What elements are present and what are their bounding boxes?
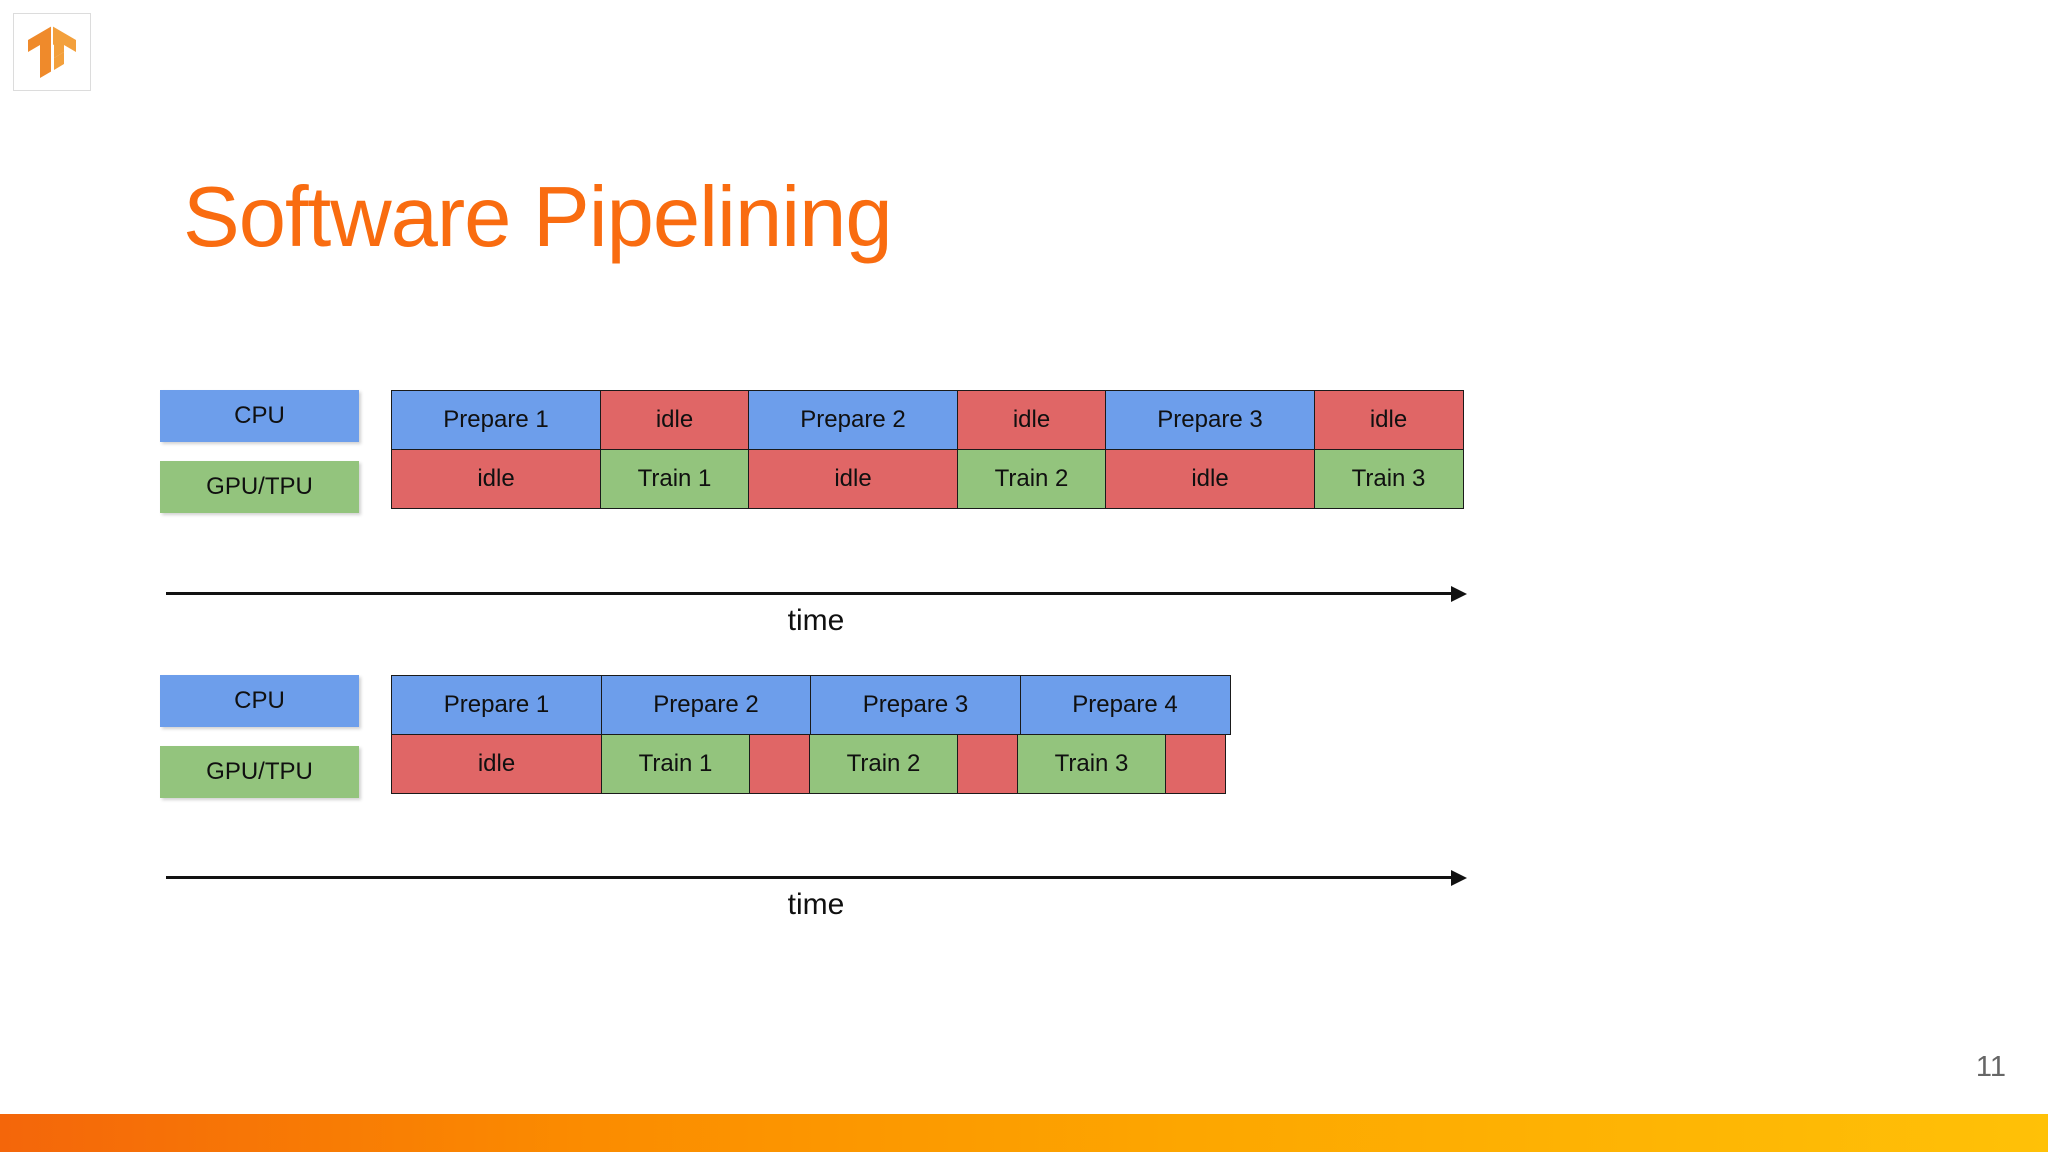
- timeline-cell: Prepare 2: [600, 675, 812, 735]
- legend-spacer: [160, 442, 359, 461]
- time-axis-line: [166, 592, 1451, 595]
- tensorflow-logo: [13, 13, 91, 91]
- legend-spacer: [160, 727, 359, 746]
- timeline-row-cpu: Prepare 1 Prepare 2 Prepare 3 Prepare 4: [391, 675, 1231, 735]
- timeline-row-gpu: idle Train 1 Train 2 Train 3: [391, 733, 1231, 794]
- timeline-cell: Train 3: [1313, 448, 1464, 509]
- page-number: 11: [1975, 1051, 2006, 1083]
- timeline-cell: idle: [1313, 390, 1464, 450]
- timeline-cell: Prepare 1: [391, 675, 602, 735]
- timeline-cell: Prepare 3: [810, 675, 1021, 735]
- time-axis-line: [166, 876, 1451, 879]
- tensorflow-logo-mark: [28, 26, 76, 78]
- timeline-cell: Train 1: [600, 733, 751, 794]
- time-axis-arrowhead-icon: [1451, 586, 1467, 602]
- timeline-grid: Prepare 1 Prepare 2 Prepare 3 Prepare 4 …: [391, 675, 1231, 794]
- timeline-cell: Prepare 1: [391, 390, 601, 450]
- timeline-cell: Train 2: [808, 733, 959, 794]
- timeline-cell: idle: [956, 390, 1107, 450]
- timeline-cell: Train 3: [1016, 733, 1167, 794]
- timeline-cell: Prepare 3: [1105, 390, 1315, 450]
- page-title: Software Pipelining: [183, 169, 893, 265]
- legend-chip-cpu: CPU: [160, 390, 359, 442]
- timeline-cell: Train 2: [956, 448, 1107, 509]
- timeline-cell: [749, 733, 810, 794]
- timeline-cell: [957, 733, 1018, 794]
- timeline-cell: idle: [391, 733, 602, 794]
- legend-chip-gpu: GPU/TPU: [160, 746, 359, 798]
- timeline-cell: idle: [1105, 448, 1315, 509]
- timeline-row-gpu: idle Train 1 idle Train 2 idle Train 3: [391, 448, 1464, 509]
- legend-chip-cpu: CPU: [160, 675, 359, 727]
- timeline-row-cpu: Prepare 1 idle Prepare 2 idle Prepare 3 …: [391, 390, 1464, 450]
- legend-column: CPU GPU/TPU: [160, 675, 359, 798]
- timeline-cell: idle: [391, 448, 601, 509]
- timeline-grid: Prepare 1 idle Prepare 2 idle Prepare 3 …: [391, 390, 1464, 509]
- legend-column: CPU GPU/TPU: [160, 390, 359, 513]
- timeline-cell: Prepare 4: [1019, 675, 1231, 735]
- accent-bar: [0, 1114, 2048, 1152]
- legend-chip-gpu: GPU/TPU: [160, 461, 359, 513]
- timeline-cell: Train 1: [599, 448, 750, 509]
- timeline-cell: Prepare 2: [748, 390, 958, 450]
- timeline-cell: [1165, 733, 1226, 794]
- time-axis-label: time: [787, 888, 845, 921]
- timeline-cell: idle: [599, 390, 750, 450]
- time-axis-arrowhead-icon: [1451, 870, 1467, 886]
- timeline-cell: idle: [748, 448, 958, 509]
- time-axis-label: time: [787, 604, 845, 637]
